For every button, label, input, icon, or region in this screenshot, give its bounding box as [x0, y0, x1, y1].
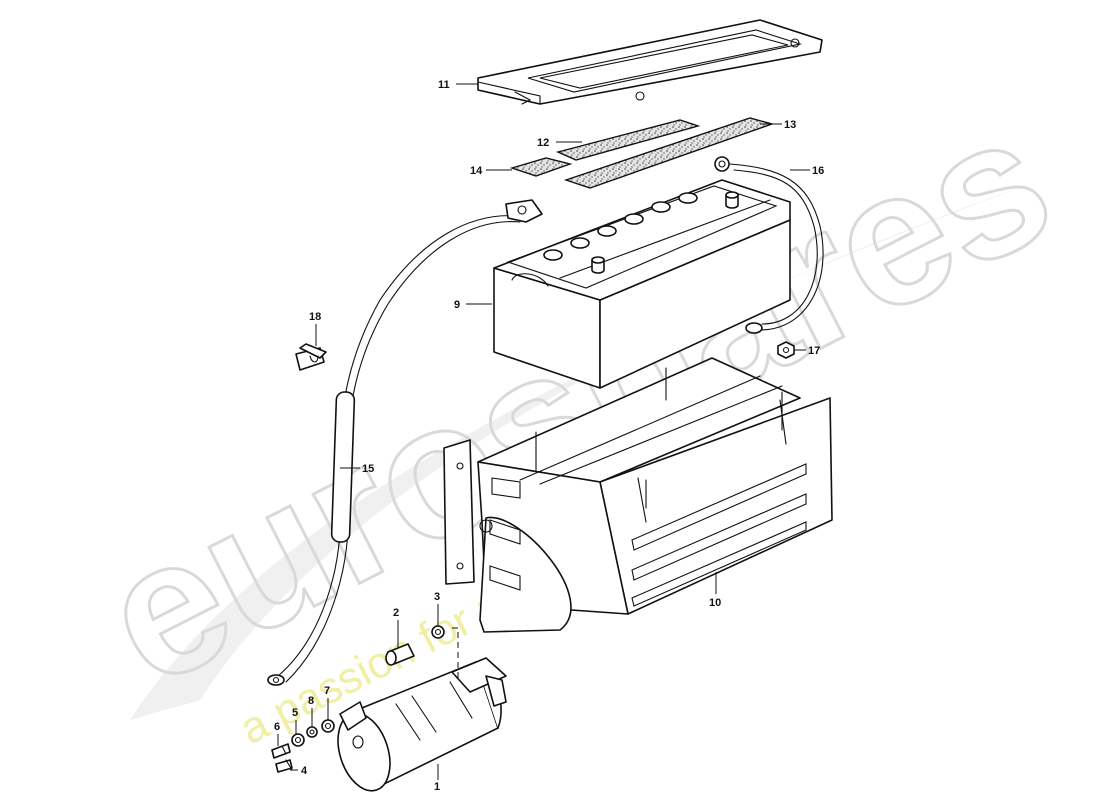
- callout-6: 6: [274, 721, 280, 733]
- ground-cable: [267, 199, 543, 686]
- washer-5: [291, 733, 305, 747]
- callout-3: 3: [434, 591, 440, 603]
- callout-14: 14: [470, 165, 483, 177]
- callout-7: 7: [324, 685, 330, 697]
- bolt-2: [385, 643, 415, 666]
- watermark-brand: eurospares: [72, 73, 1081, 727]
- washer-3: [431, 625, 445, 639]
- callout-18: 18: [309, 311, 321, 323]
- washer-8: [306, 726, 318, 738]
- bolt-4: [275, 759, 293, 773]
- watermark: eurospares a passion for parts since 198…: [71, 71, 1083, 754]
- callout-labels: 1 2 3 4 5 6 7 8 9 10 11 12 13 14 15 16 1…: [274, 79, 824, 793]
- bolt-6: [271, 743, 291, 759]
- starter-motor: [337, 657, 507, 792]
- callout-12: 12: [537, 137, 549, 149]
- callout-8: 8: [308, 695, 314, 707]
- positive-cable: [714, 156, 824, 334]
- callout-5: 5: [292, 707, 298, 719]
- watermark-swoosh: [130, 180, 1040, 720]
- callout-17: 17: [808, 345, 820, 357]
- callout-16: 16: [812, 165, 824, 177]
- callout-2: 2: [393, 607, 399, 619]
- hex-nut: [777, 341, 795, 359]
- callout-1: 1: [434, 781, 440, 793]
- leader-lines: [277, 83, 810, 780]
- cable-clamp: [295, 343, 327, 371]
- felt-pad-12: [555, 119, 701, 161]
- callout-9: 9: [454, 299, 460, 311]
- callout-11: 11: [438, 79, 450, 91]
- callout-4: 4: [301, 765, 308, 777]
- battery-tray: [443, 357, 833, 633]
- assembly-line: [452, 627, 459, 680]
- battery: [493, 179, 791, 389]
- washer-7: [321, 719, 335, 733]
- callout-15: 15: [362, 463, 374, 475]
- callout-13: 13: [784, 119, 796, 131]
- callout-10: 10: [709, 597, 721, 609]
- felt-pad-14: [509, 157, 573, 177]
- battery-cover-lid: [477, 19, 823, 105]
